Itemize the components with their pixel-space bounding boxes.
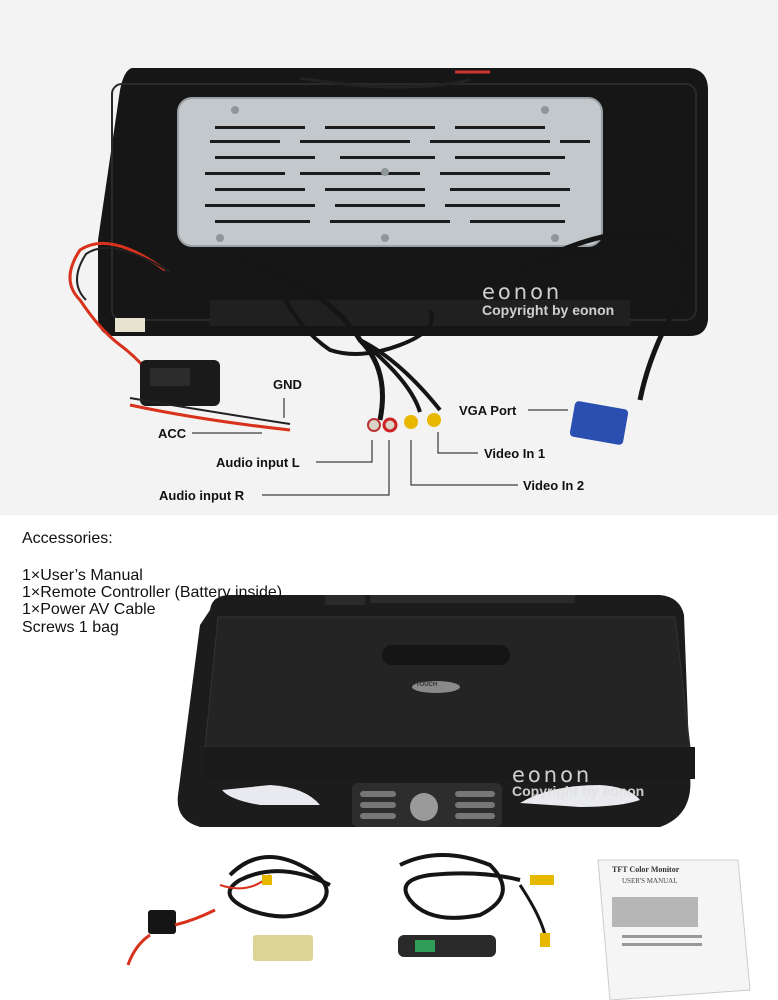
accessory-item: 1×Power AV Cable bbox=[22, 601, 156, 618]
rca-plugs bbox=[367, 413, 441, 433]
speaker-grille bbox=[382, 645, 510, 665]
user-manual bbox=[597, 859, 751, 1000]
control-panel bbox=[352, 783, 502, 827]
label-video-in-1: Video In 1 bbox=[484, 446, 546, 461]
label-audio-input-l: Audio input L bbox=[216, 455, 300, 470]
dome-lights bbox=[222, 785, 640, 807]
fuse-holder bbox=[148, 910, 176, 934]
monitor-badge: TOUCH bbox=[416, 682, 438, 688]
manual-title: TFT Color Monitor bbox=[612, 865, 680, 874]
plate-screws bbox=[216, 106, 559, 242]
power-av-cable bbox=[227, 855, 331, 919]
rear-view-photo: eonon Copyright by eonon GND ACC Audio i… bbox=[0, 0, 778, 515]
rear-view-illustration bbox=[68, 68, 708, 496]
front-view-illustration bbox=[126, 595, 751, 1000]
accessories-photo: Accessories: 1×User’s Manual 1×Remote Co… bbox=[0, 515, 778, 1000]
watermark-logo: eonon bbox=[482, 280, 563, 304]
label-video-in-2: Video In 2 bbox=[523, 478, 585, 493]
accessories-heading: Accessories: bbox=[22, 530, 113, 547]
screws-bag bbox=[253, 935, 313, 961]
vga-cable bbox=[538, 230, 691, 401]
label-audio-input-r: Audio input R bbox=[159, 488, 245, 503]
av-cable-coil bbox=[399, 853, 521, 920]
manual-subtitle: USER'S MANUAL bbox=[622, 877, 678, 885]
label-gnd: GND bbox=[273, 377, 302, 392]
logo-plate bbox=[412, 681, 460, 693]
watermark-logo: eonon bbox=[512, 763, 593, 787]
connector-plug bbox=[115, 318, 145, 332]
accessory-item: 1×User’s Manual bbox=[22, 567, 143, 584]
av-cable bbox=[239, 257, 385, 421]
accessory-item: Screws 1 bag bbox=[22, 619, 119, 636]
vent-slots bbox=[205, 126, 590, 223]
watermark-copyright: Copyright by eonon bbox=[482, 302, 615, 318]
accessory-item: 1×Remote Controller (Battery inside) bbox=[22, 584, 283, 601]
label-vga-port: VGA Port bbox=[459, 403, 517, 418]
vga-connector bbox=[569, 401, 629, 445]
remote-controller bbox=[398, 935, 496, 957]
power-cable bbox=[68, 241, 166, 376]
label-acc: ACC bbox=[158, 426, 187, 441]
watermark-copyright: Copyright by eonon bbox=[512, 783, 645, 799]
